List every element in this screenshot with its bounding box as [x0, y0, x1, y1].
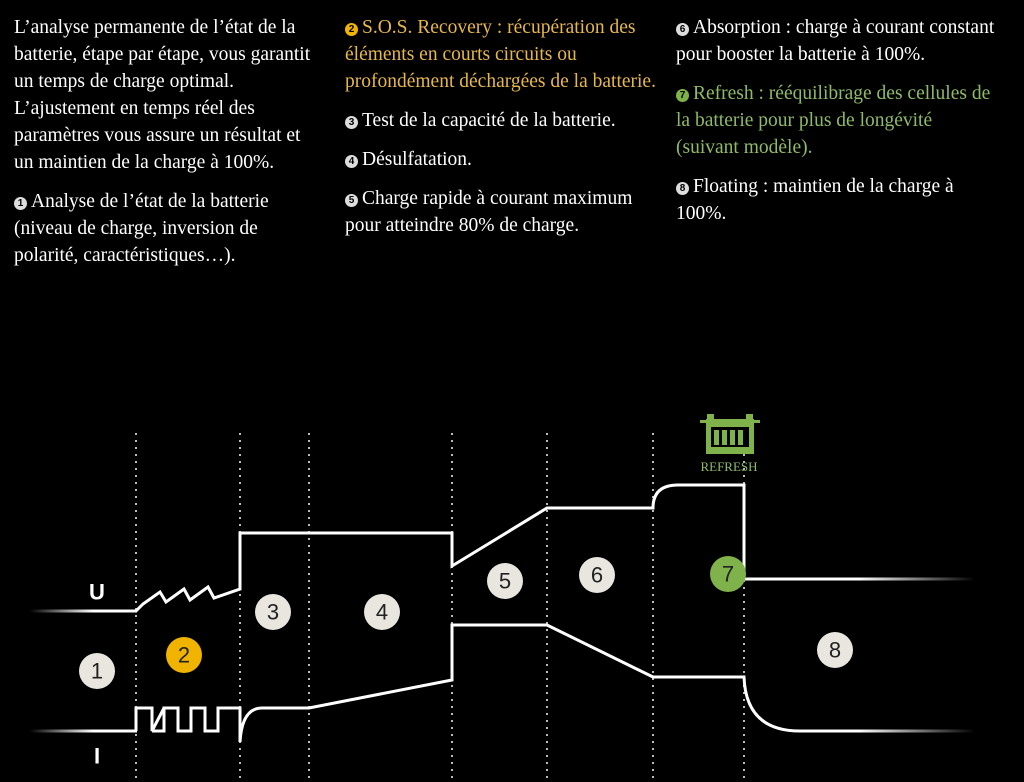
- svg-text:2: 2: [178, 643, 190, 668]
- step-8-marker: 8: [676, 182, 689, 195]
- text-column-1: L’analyse permanente de l’état de la bat…: [14, 14, 314, 281]
- intro-paragraph: L’analyse permanente de l’état de la bat…: [14, 17, 311, 173]
- svg-text:6: 6: [591, 563, 603, 588]
- current-curve: [134, 623, 801, 743]
- phase-marker-1: 1: [79, 653, 115, 689]
- phase-marker-2: 2: [166, 637, 202, 673]
- current-axis-label: I: [94, 744, 100, 769]
- step-3-text: Test de la capacité de la batterie.: [362, 110, 616, 131]
- phase-dividers: [135, 433, 745, 782]
- refresh-battery-icon: [700, 414, 760, 454]
- step-6-text: Absorption : charge à courant constant p…: [676, 17, 995, 65]
- step-5-text: Charge rapide à courant maximum pour att…: [345, 188, 633, 236]
- step-5-marker: 5: [345, 194, 358, 207]
- phase-marker-5: 5: [487, 563, 523, 599]
- svg-text:8: 8: [829, 638, 841, 663]
- phase-marker-4: 4: [364, 594, 400, 630]
- svg-text:3: 3: [267, 600, 279, 625]
- step-4-description: 4 Désulfatation.: [345, 146, 667, 173]
- svg-text:7: 7: [722, 562, 734, 587]
- step-2-text: S.O.S. Recovery : récupération des éléme…: [345, 17, 656, 92]
- svg-text:5: 5: [499, 569, 511, 594]
- phase-marker-6: 6: [579, 557, 615, 593]
- phase-marker-7: 7: [710, 556, 746, 592]
- refresh-label: REFRESH: [700, 459, 757, 474]
- step-4-text: Désulfatation.: [362, 149, 472, 170]
- step-1-marker: 1: [14, 197, 27, 210]
- voltage-axis-label: U: [89, 580, 105, 605]
- step-7-marker: 7: [676, 89, 689, 102]
- svg-text:1: 1: [91, 659, 103, 684]
- step-8-text: Floating : maintien de la charge à 100%.: [676, 176, 954, 224]
- step-7-text: Refresh : rééquilibrage des cellules de …: [676, 83, 991, 158]
- step-6-marker: 6: [676, 23, 689, 36]
- step-2-marker: 2: [345, 23, 358, 36]
- voltage-curve: [134, 483, 780, 613]
- svg-text:4: 4: [376, 600, 388, 625]
- step-4-marker: 4: [345, 155, 358, 168]
- step-3-description: 3 Test de la capacité de la batterie.: [345, 107, 667, 134]
- phase-marker-3: 3: [255, 594, 291, 630]
- step-1-text: Analyse de l’état de la batterie (niveau…: [14, 191, 269, 266]
- phase-marker-8: 8: [817, 632, 853, 668]
- step-3-marker: 3: [345, 116, 358, 129]
